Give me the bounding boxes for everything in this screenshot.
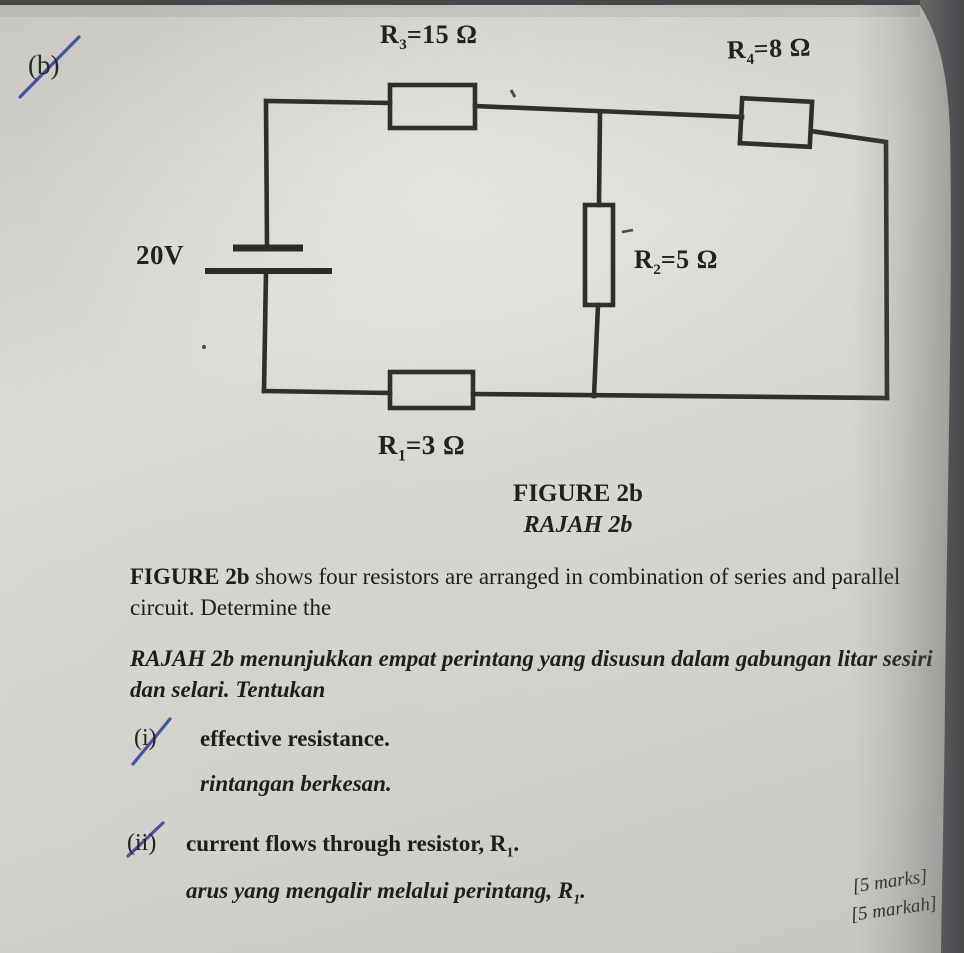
r2-symbol: R — [634, 245, 654, 274]
wire-bottom-right — [470, 391, 890, 401]
item-ii-en-pre: current flows through resistor, R — [186, 831, 507, 856]
pen-slash-over-b — [18, 35, 81, 99]
stray-dot — [202, 345, 206, 349]
wire-top-left — [263, 98, 393, 249]
pen-slash-over-ii — [126, 821, 165, 858]
resistor-r3-label: R3=15 Ω — [380, 20, 477, 54]
r3-value: =15 Ω — [406, 20, 478, 49]
wire-bottom-left — [261, 388, 393, 396]
question-ms-lead: RAJAH 2b — [130, 646, 235, 671]
r3-subscript: 3 — [399, 37, 407, 54]
item-ii-text-ms: arus yang mengalir melalui perintang, R1… — [186, 878, 586, 908]
question-en-rest: shows four resistors are arranged in com… — [130, 564, 901, 621]
question-en-lead: FIGURE 2b — [130, 564, 250, 589]
figure-caption-en: FIGURE 2b — [513, 480, 643, 507]
r2-subscript: 2 — [653, 262, 661, 279]
item-ii-number: (ii) — [127, 830, 157, 856]
wire-top-middle — [472, 103, 745, 120]
wire-middle-lower — [591, 302, 601, 399]
r3-symbol: R — [380, 20, 400, 49]
question-ms-rest: menunjukkan empat perintang yang disusun… — [130, 646, 933, 703]
battery-voltage-label: 20V — [136, 240, 184, 270]
resistor-r2-label: R2=5 Ω — [634, 245, 718, 279]
r4-value: =8 Ω — [753, 32, 812, 64]
part-label: (b) — [28, 50, 60, 80]
r2-value: =5 Ω — [660, 245, 718, 274]
r1-value: =3 Ω — [405, 430, 466, 460]
resistor-r4-label: R4=8 Ω — [726, 33, 811, 70]
item-ii-ms-subscript: 1 — [573, 891, 581, 907]
r1-symbol: R — [378, 430, 398, 460]
wire-left-lower — [261, 269, 269, 394]
stray-tick — [509, 89, 517, 98]
item-i-number: (i) — [134, 725, 157, 751]
stray-dash — [621, 228, 634, 234]
question-paragraph-en: FIGURE 2b shows four resistors are arran… — [130, 561, 948, 624]
item-i-text-ms: rintangan berkesan. — [200, 771, 392, 796]
item-ii-text-en: current flows through resistor, R1. — [186, 831, 519, 861]
pen-annotations — [18, 35, 172, 858]
resistor-r2-box — [582, 202, 616, 308]
resistor-r3-box — [387, 82, 478, 131]
figure-caption-ms: RAJAH 2b — [523, 512, 633, 538]
wire-right-side — [808, 128, 890, 401]
item-ii-ms-end: . — [580, 878, 586, 903]
item-ii-en-end: . — [513, 831, 520, 856]
resistor-r4-box — [737, 95, 815, 150]
resistor-r1-label: R1=3 Ω — [378, 430, 465, 465]
r1-subscript: 1 — [398, 447, 406, 465]
pen-slash-over-i — [131, 717, 172, 766]
resistor-r1-box — [387, 369, 476, 411]
item-i-text-en: effective resistance. — [200, 726, 390, 751]
battery-symbol — [205, 244, 332, 274]
wire-middle-upper — [596, 109, 603, 208]
r4-symbol: R — [726, 34, 747, 65]
item-ii-ms-pre: arus yang mengalir melalui perintang, R — [186, 878, 574, 903]
question-paragraph-ms: RAJAH 2b menunjukkan empat perintang yan… — [130, 643, 948, 706]
item-ii-en-subscript: 1 — [506, 844, 514, 860]
stray-marks — [202, 89, 634, 349]
